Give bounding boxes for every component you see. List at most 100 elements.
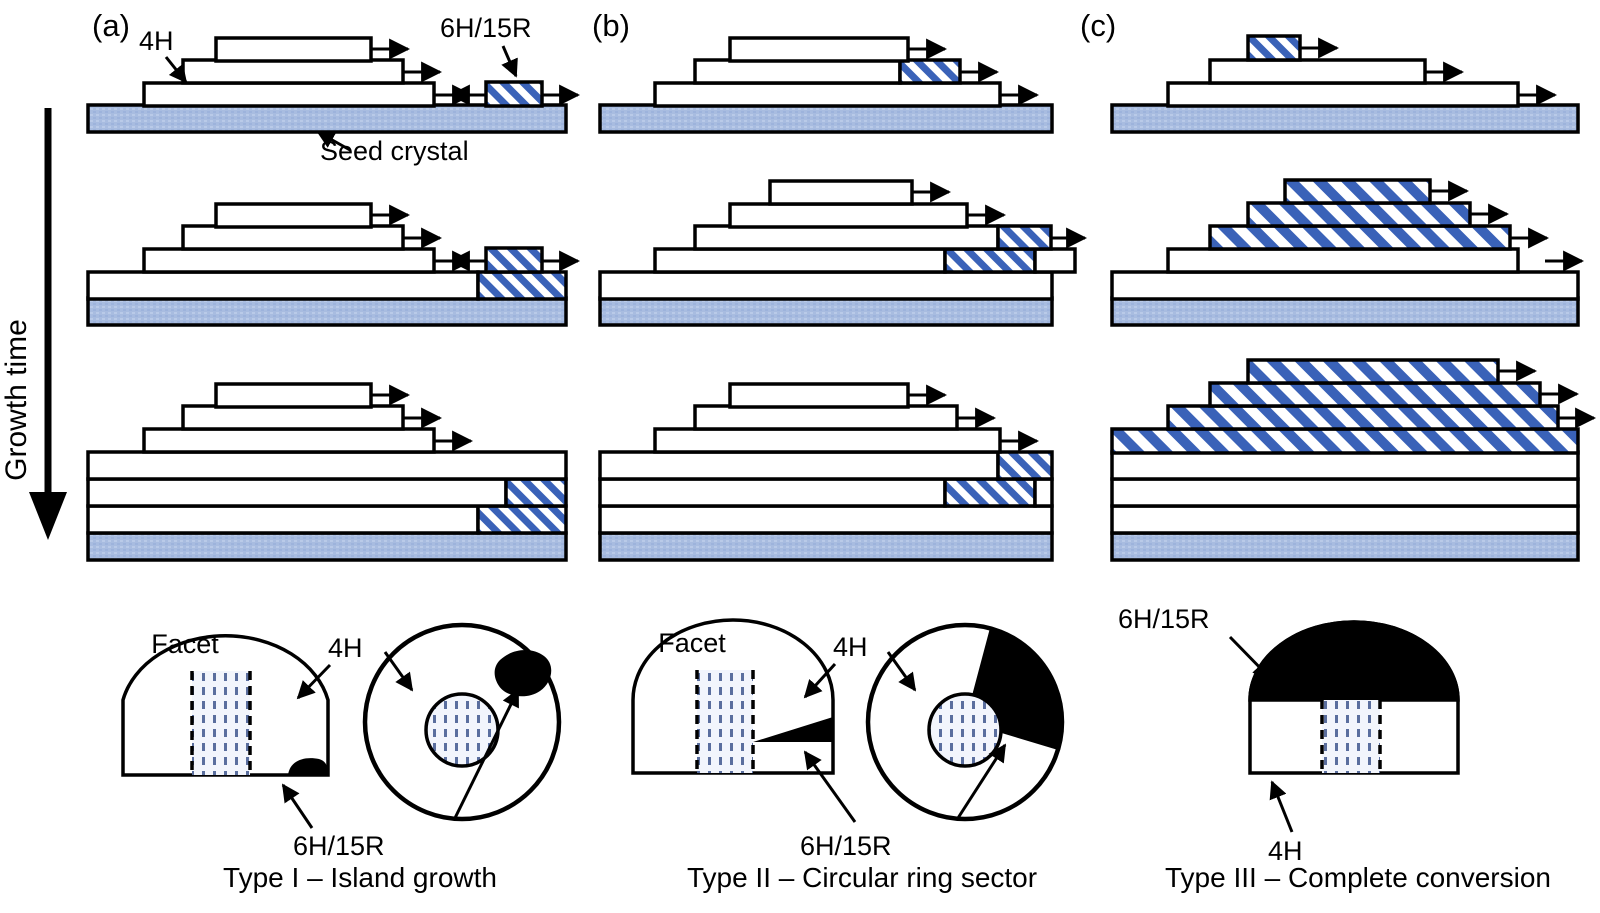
leader-4h-i bbox=[296, 663, 332, 700]
buried-layer-a3-b-6h15r bbox=[476, 504, 568, 535]
panel-label-c: (c) bbox=[1080, 8, 1116, 43]
terrace-a3-l3 bbox=[214, 382, 373, 409]
facet-region-ii bbox=[697, 670, 753, 773]
terrace-b2-l2-6h15r bbox=[996, 224, 1053, 251]
seed-crystal-b3 bbox=[598, 531, 1054, 562]
terrace-c3-l4-6h15r bbox=[1246, 358, 1500, 385]
leader-6h15r-ii bbox=[803, 750, 857, 823]
terrace-b2-l1-tail bbox=[1033, 247, 1077, 274]
type-i-plan-view bbox=[362, 622, 562, 822]
terrace-c2-l1 bbox=[1166, 247, 1520, 274]
label-4h-i: 4H bbox=[328, 633, 363, 663]
buried-layer-a3-b-4h bbox=[86, 504, 480, 535]
buried-layer-b3-b bbox=[598, 504, 1054, 535]
seed-crystal-a3 bbox=[86, 531, 568, 562]
panel-b-schematic bbox=[598, 36, 1088, 562]
polytype-region-ii bbox=[753, 717, 833, 742]
buried-layer-c3-t bbox=[1110, 450, 1580, 481]
seed-crystal-c1 bbox=[1110, 103, 1580, 134]
buried-layer-a3-m-6h15r bbox=[504, 477, 568, 508]
buried-layer-b3-t-4h bbox=[598, 450, 1000, 481]
terrace-b2-l1-4h bbox=[653, 247, 947, 274]
terrace-b1-l1 bbox=[653, 81, 1002, 108]
label-6h15r-iii: 6H/15R bbox=[1118, 604, 1210, 634]
terrace-b2-l3 bbox=[728, 202, 969, 229]
leader-seed-crystal bbox=[316, 130, 351, 152]
terrace-c1-l1 bbox=[1166, 81, 1520, 108]
panel-a-row1: 4H 6H/15R Seed crystal bbox=[86, 13, 581, 166]
type-iii-cross-section: 6H/15R 4H bbox=[1118, 604, 1460, 866]
buried-layer-a3-t bbox=[86, 450, 568, 481]
label-seed-crystal: Seed crystal bbox=[320, 136, 469, 166]
polytype-island-a2 bbox=[484, 246, 544, 274]
facet-region-i bbox=[192, 671, 250, 775]
terrace-a3-l1 bbox=[142, 427, 436, 454]
type-i-cross-section: Facet 4H 6H/15R bbox=[121, 629, 385, 861]
type-ii-cross-section: Facet 4H 6H/15R bbox=[631, 618, 892, 861]
panel-a-schematic: 4H 6H/15R Seed crystal bbox=[86, 13, 581, 562]
label-6h15r-a: 6H/15R bbox=[440, 13, 532, 43]
terrace-b2-l4 bbox=[768, 179, 914, 206]
buried-layer-c3-b bbox=[1110, 504, 1580, 535]
panel-c-row3 bbox=[1110, 358, 1597, 562]
label-facet-ii: Facet bbox=[658, 628, 726, 658]
facet-circle-ii bbox=[927, 692, 1003, 768]
terrace-a1-l1 bbox=[142, 81, 436, 108]
polytype-region-i bbox=[288, 758, 328, 775]
buried-layer-c2 bbox=[1110, 270, 1580, 301]
seed-crystal-b1 bbox=[598, 103, 1054, 134]
leader-4h-a bbox=[164, 56, 188, 84]
type-iii-diagram: 6H/15R 4H Type III – Complete conversion bbox=[1118, 604, 1551, 893]
panel-b-row3 bbox=[598, 382, 1054, 562]
buried-layer-b2 bbox=[598, 270, 1054, 301]
panel-a-row3 bbox=[86, 382, 568, 562]
panel-label-b: (b) bbox=[592, 8, 630, 43]
buried-layer-a3-m-4h bbox=[86, 477, 508, 508]
terrace-c1-l2 bbox=[1208, 58, 1427, 85]
leader-4h-iii bbox=[1269, 780, 1294, 833]
buried-layer-b3-m-6h15r bbox=[943, 477, 1037, 508]
terrace-c2-l4-6h15r bbox=[1283, 178, 1432, 205]
polytype-nucleus-c1 bbox=[1246, 34, 1302, 62]
seed-crystal-b2 bbox=[598, 296, 1054, 327]
polytype-cap-iii bbox=[1248, 620, 1460, 702]
label-6h15r-i: 6H/15R bbox=[293, 831, 385, 861]
panel-c-row2 bbox=[1110, 178, 1585, 327]
terrace-a3-l2 bbox=[181, 404, 405, 431]
buried-layer-b3-m-tail bbox=[1033, 477, 1054, 508]
type-ii-diagram: Facet 4H 6H/15R Type II – Circular ring … bbox=[631, 618, 1065, 893]
seed-crystal-c2 bbox=[1110, 296, 1580, 327]
leader-4h-ii bbox=[803, 662, 837, 699]
seed-crystal-c3 bbox=[1110, 531, 1580, 562]
polytype-island-plan-i bbox=[494, 650, 552, 697]
terrace-b2-l1-6h15r bbox=[943, 247, 1037, 274]
buried-layer-a2-4h bbox=[86, 270, 480, 301]
buried-layer-c3-m bbox=[1110, 477, 1580, 508]
terrace-c3-l3-6h15r bbox=[1208, 381, 1542, 408]
label-4h-iii: 4H bbox=[1268, 836, 1303, 866]
growth-time-label: Growth time bbox=[0, 319, 33, 481]
terrace-b1-l2-6h15r bbox=[898, 58, 962, 85]
terrace-a2-l1 bbox=[142, 247, 436, 274]
terrace-c2-l3-6h15r bbox=[1246, 201, 1472, 228]
panel-c-row1 bbox=[1110, 34, 1580, 134]
buried-layer-a2-6h15r bbox=[476, 270, 568, 301]
terrace-b3-l2 bbox=[693, 404, 959, 431]
type-i-diagram: Facet 4H 6H/15R Type I – Island growth bbox=[121, 622, 562, 893]
growth-time-axis: Growth time bbox=[0, 108, 67, 540]
terrace-a1-l3 bbox=[214, 36, 373, 63]
panel-a-row2 bbox=[86, 202, 581, 327]
terrace-b2-l2-4h bbox=[693, 224, 1000, 251]
seed-crystal-a2 bbox=[86, 296, 568, 327]
label-6h15r-ii: 6H/15R bbox=[800, 831, 892, 861]
caption-type-ii: Type II – Circular ring sector bbox=[687, 862, 1037, 893]
caption-type-i: Type I – Island growth bbox=[223, 862, 497, 893]
terrace-c2-l2-6h15r bbox=[1208, 224, 1512, 251]
leader-6h15r-a bbox=[501, 45, 518, 78]
leader-4h-plan-ii bbox=[886, 651, 917, 692]
label-4h-a: 4H bbox=[139, 26, 174, 56]
seed-crystal-a1 bbox=[86, 103, 568, 134]
terrace-b1-l2-4h bbox=[693, 58, 902, 85]
